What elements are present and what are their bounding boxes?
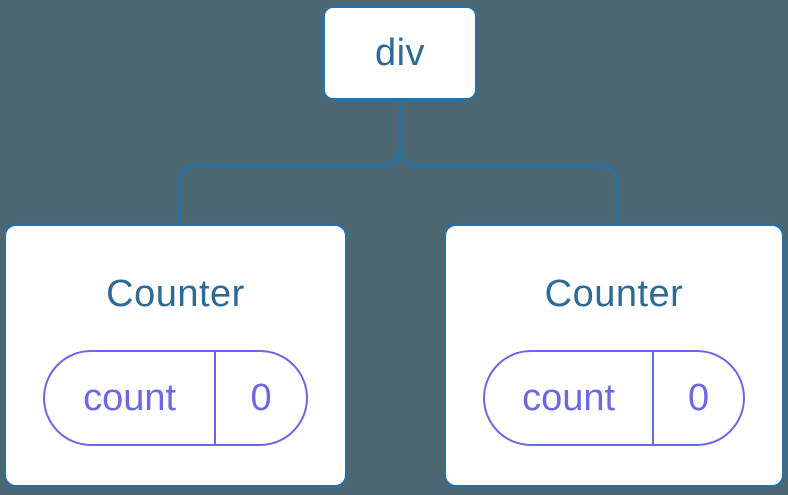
connector-root-to-left-counter [177, 103, 402, 226]
state-value-cell: 0 [216, 352, 306, 444]
counter-card-left: Counter count 0 [3, 223, 348, 488]
counter-title: Counter [106, 273, 245, 315]
state-name-cell: count [45, 352, 217, 444]
state-value: 0 [250, 377, 272, 419]
state-name: count [83, 377, 177, 419]
state-name-cell: count [485, 352, 655, 444]
state-pill: count 0 [483, 350, 745, 446]
state-value: 0 [688, 377, 710, 419]
counter-title: Counter [544, 273, 684, 315]
state-name: count [522, 377, 616, 419]
counter-card-right: Counter count 0 [443, 223, 785, 488]
connector-root-to-right-counter [398, 103, 619, 226]
state-pill: count 0 [43, 350, 308, 446]
state-value-cell: 0 [654, 352, 743, 444]
root-node-label: div [374, 32, 426, 74]
root-node-div: div [322, 5, 478, 101]
